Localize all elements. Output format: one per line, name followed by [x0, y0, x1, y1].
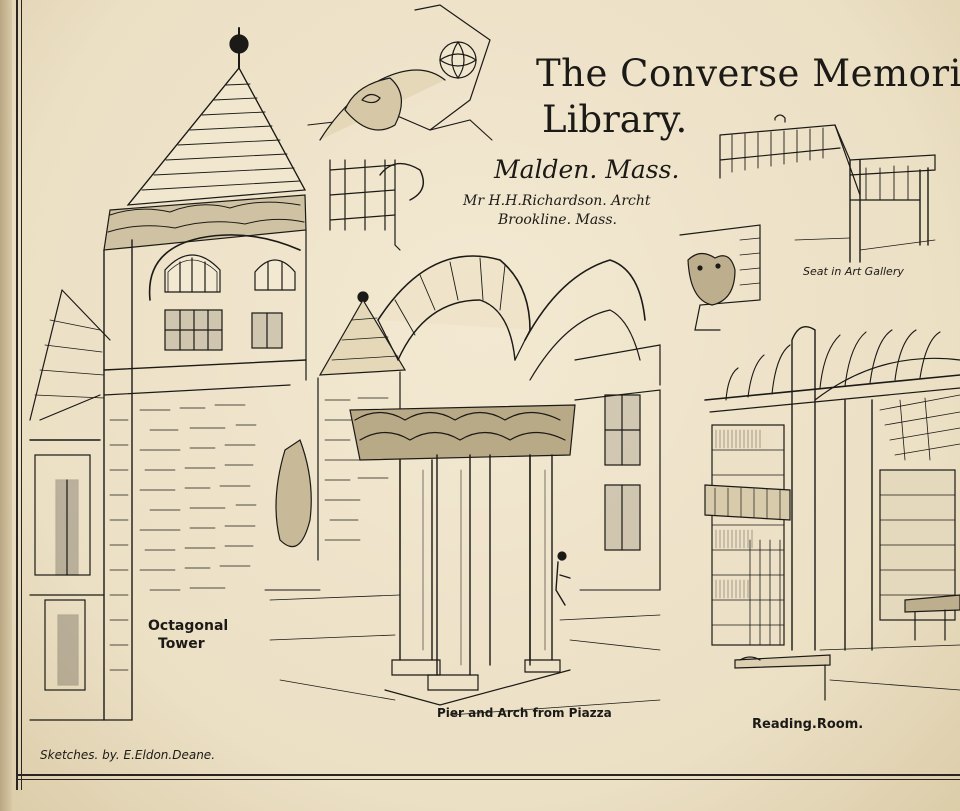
left-border-rule [16, 0, 18, 790]
reading-room-sketch [704, 326, 960, 701]
bottom-border-rule-inner [16, 779, 960, 780]
gallery-seat-sketch [719, 114, 936, 263]
tower-caption-line1: Octagonal [148, 618, 229, 634]
artist-credit: Sketches. by. E.Eldon.Deane. [40, 748, 216, 762]
page-binding-edge [0, 0, 12, 811]
pier-and-arch-sketch [264, 255, 661, 716]
tower-caption-line2: Tower [158, 636, 205, 652]
octagonal-tower-sketch [29, 27, 307, 721]
pier-caption: Pier and Arch from Piazza [437, 706, 612, 720]
seat-caption: Seat in Art Gallery [803, 265, 904, 278]
carved-ornament-sketch [307, 4, 493, 251]
bottom-border-rule [16, 774, 960, 776]
architect-line: Mr H.H.Richardson. Archt [463, 193, 651, 209]
corbel-sketch [679, 224, 761, 331]
location-subtitle: Malden. Mass. [494, 155, 680, 184]
reading-room-caption: Reading.Room. [752, 717, 864, 732]
page-title-line1: The Converse Memorial [536, 52, 960, 95]
left-border-rule-inner [21, 0, 22, 790]
architect-city-line: Brookline. Mass. [498, 212, 617, 228]
page-title-line2: Library. [542, 98, 688, 141]
